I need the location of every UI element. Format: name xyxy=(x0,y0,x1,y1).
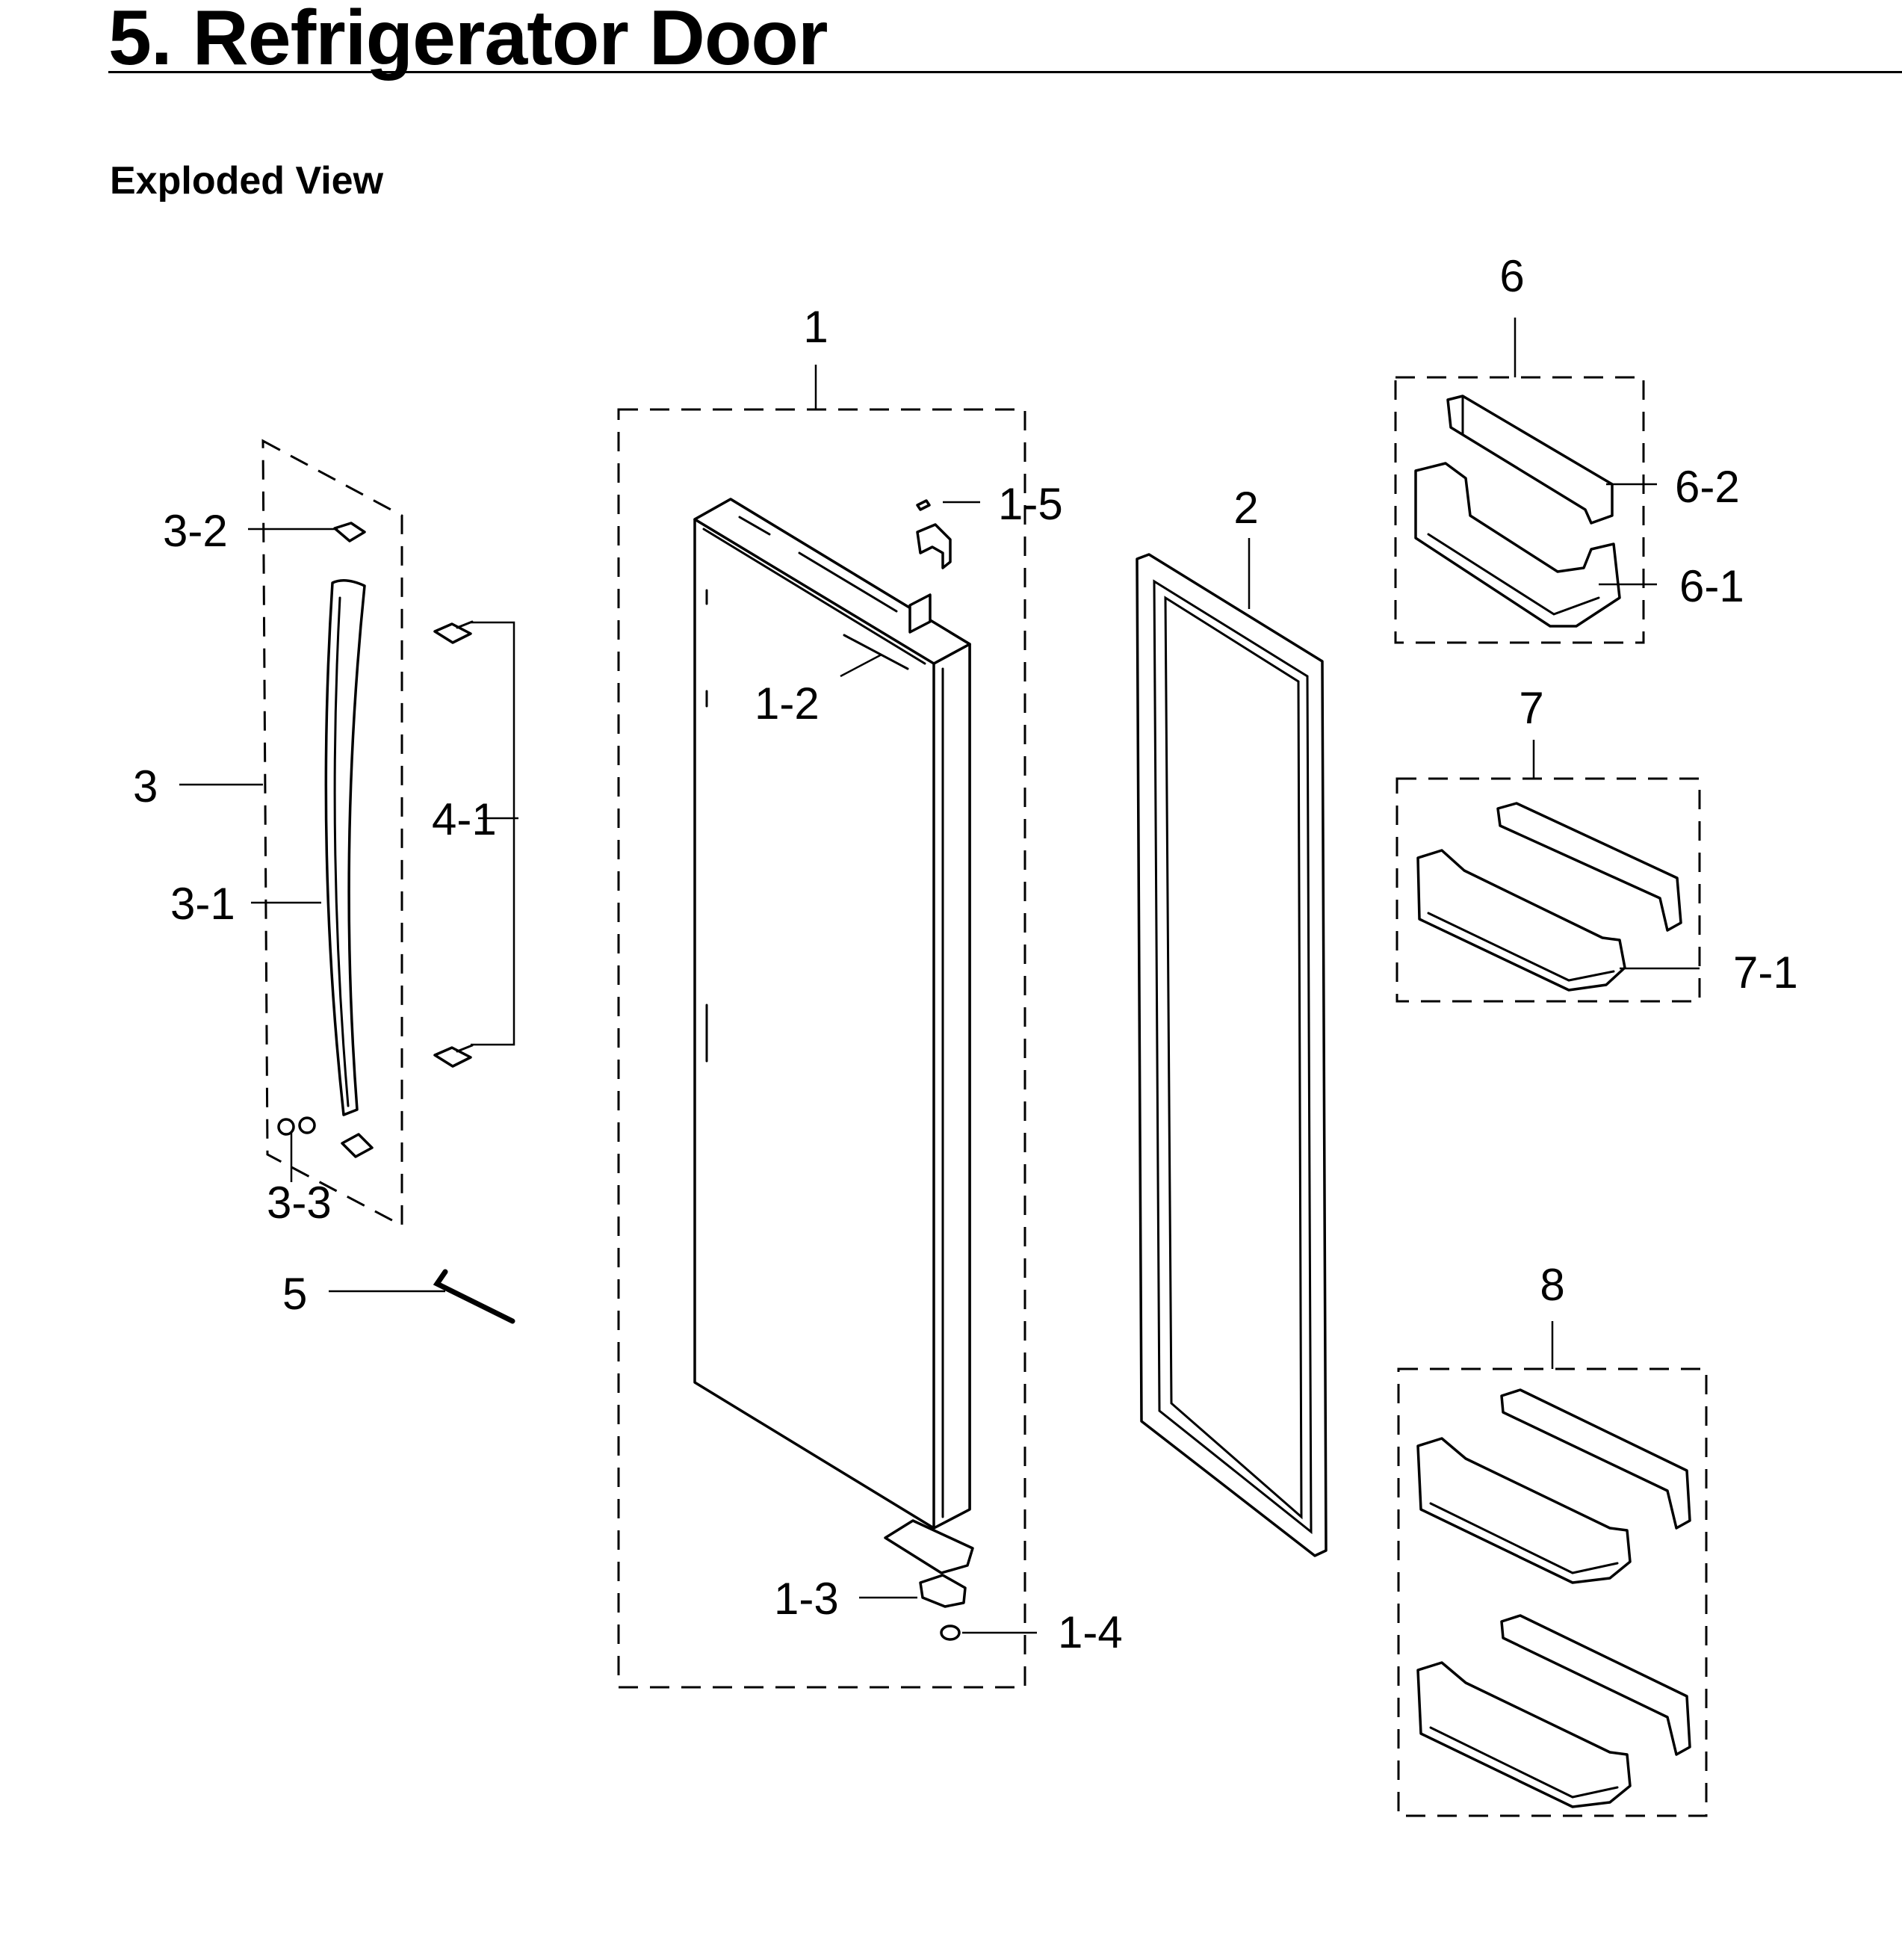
bin-7-assembly xyxy=(1395,740,1701,1003)
callout-7-1: 7-1 xyxy=(1733,947,1798,998)
hex-key xyxy=(329,1269,515,1324)
screw-top xyxy=(433,622,472,644)
callout-1: 1 xyxy=(803,302,828,352)
title-rule xyxy=(108,71,1902,73)
bin-6-tray-edge xyxy=(1427,533,1600,616)
handle-cap-bottom xyxy=(341,1133,374,1158)
callout-6-2: 6-2 xyxy=(1675,462,1740,512)
callout-4-1: 4-1 xyxy=(432,794,497,844)
gasket-inner xyxy=(1153,579,1313,1535)
door-top-detail-2 xyxy=(798,551,898,613)
gasket-inner-2 xyxy=(1164,596,1303,1520)
section-subtitle: Exploded View xyxy=(110,159,384,203)
callout-7: 7 xyxy=(1519,683,1543,733)
callout-3: 3 xyxy=(133,761,158,811)
hex-key-shape xyxy=(433,1269,515,1324)
bin-7-group-box xyxy=(1395,777,1701,1003)
bin-7-front-edge xyxy=(1427,912,1615,982)
bracket-4-1 xyxy=(471,621,515,1046)
screw-top-shank xyxy=(456,620,474,629)
handle-screw-right xyxy=(298,1116,316,1134)
door-pin xyxy=(916,499,931,511)
door-top-edge xyxy=(702,528,926,665)
callout-3-2: 3-2 xyxy=(163,506,228,556)
bin-7-back xyxy=(1496,802,1682,932)
door-top xyxy=(693,498,971,665)
door-bottom-bracket xyxy=(919,1574,967,1608)
bin-6-assembly xyxy=(1394,318,1657,644)
callout-3-1: 3-1 xyxy=(170,879,235,929)
handle-bar xyxy=(324,579,366,1116)
door-top-detail-1 xyxy=(738,516,771,536)
callout-5: 5 xyxy=(282,1269,307,1319)
door-group-box xyxy=(617,408,1026,1689)
bin-8-upper-back xyxy=(1500,1388,1691,1530)
bin-8-upper-front xyxy=(1416,1437,1632,1584)
door-gasket xyxy=(1136,538,1328,1557)
leader-1-2 xyxy=(840,653,882,678)
handle-group-box xyxy=(261,439,403,1228)
door-bottom-hinge xyxy=(884,1519,974,1574)
callout-6-1: 6-1 xyxy=(1679,561,1744,611)
bin-8-assembly xyxy=(1397,1321,1708,1817)
callout-1-2: 1-2 xyxy=(755,678,820,729)
callout-6: 6 xyxy=(1499,251,1524,301)
door-stopper xyxy=(916,523,952,569)
callout-1-3: 1-3 xyxy=(774,1574,839,1624)
bin-8-upper-front-edge xyxy=(1429,1502,1619,1574)
door-brand-badge xyxy=(843,634,909,670)
screw-bottom xyxy=(433,1046,472,1068)
door-side xyxy=(932,643,971,1530)
bin-6-group-box xyxy=(1394,376,1645,644)
bin-8-lower-back xyxy=(1500,1614,1691,1756)
handle-screw-left xyxy=(277,1118,295,1136)
handle-assembly xyxy=(179,439,403,1228)
bin-8-lower-front xyxy=(1416,1661,1632,1808)
door-top-hinge-block xyxy=(908,593,932,634)
page-title: 5. Refrigerator Door xyxy=(108,0,828,81)
callout-2: 2 xyxy=(1233,483,1258,533)
bin-7-front xyxy=(1416,849,1626,992)
door-bottom-washer xyxy=(940,1624,961,1641)
bin-8-lower-front-edge xyxy=(1429,1726,1619,1799)
callout-3-3: 3-3 xyxy=(267,1178,332,1228)
door-assembly xyxy=(617,365,1037,1689)
bin-6-tray xyxy=(1414,462,1621,628)
gasket-outer xyxy=(1136,553,1328,1557)
bin-6-cover xyxy=(1446,395,1614,525)
callout-8: 8 xyxy=(1540,1260,1564,1310)
handle-cap-top xyxy=(333,522,366,542)
handle-bar-edge xyxy=(333,596,350,1107)
screw-bottom-shank xyxy=(456,1044,474,1053)
handle-screws-assembly xyxy=(433,620,518,1068)
callout-1-4: 1-4 xyxy=(1058,1607,1123,1657)
callout-1-5: 1-5 xyxy=(998,479,1063,529)
